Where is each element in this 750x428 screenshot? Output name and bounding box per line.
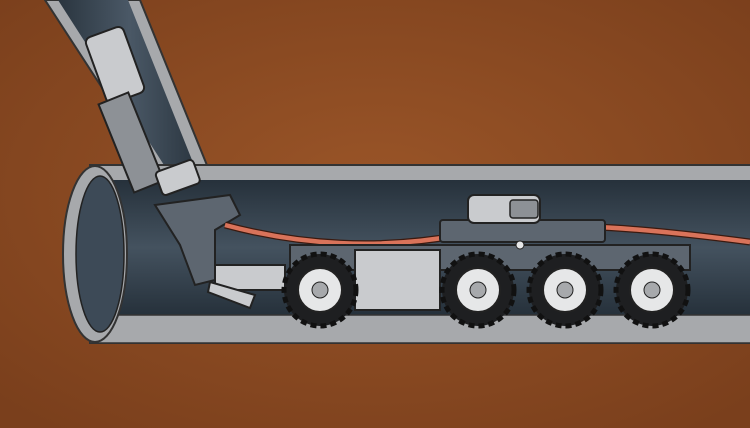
- wheel: [526, 251, 604, 329]
- wheel: [281, 251, 359, 329]
- wheel: [439, 251, 517, 329]
- wheel: [613, 251, 691, 329]
- crawler-robot: [281, 194, 691, 329]
- lateral-camera: [84, 25, 286, 310]
